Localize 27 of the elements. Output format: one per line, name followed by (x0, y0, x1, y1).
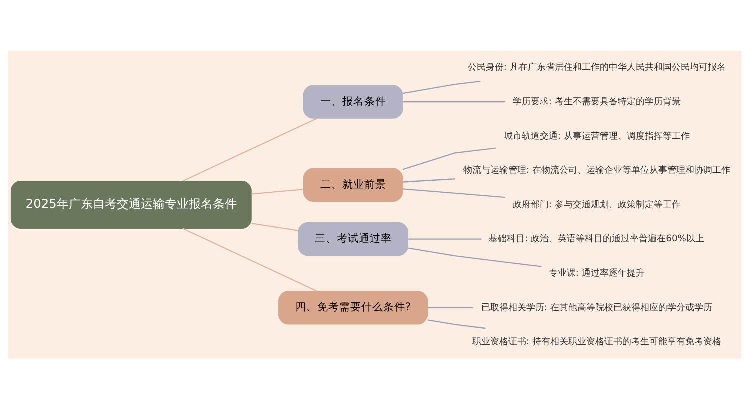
connector (252, 189, 304, 195)
node-box: 四、免考需要什么条件? (278, 291, 428, 325)
connector (402, 188, 506, 198)
node-box: 三、考试通过率 (298, 222, 409, 256)
connector (402, 148, 496, 170)
connector (252, 223, 298, 232)
node-text: 政府部门: 参与交通规划、政策制定等工作 (512, 200, 681, 210)
connector (428, 307, 474, 308)
connector (182, 228, 318, 292)
node-text: 城市轨道交通: 从事运营管理、调度指挥等工作 (504, 132, 690, 142)
node-box: 2025年广东自考交通运输专业报名条件 (10, 180, 252, 230)
connector (402, 80, 481, 94)
node-text: 职业资格证书: 持有相关职业资格证书的考生可能享有免考资格 (472, 338, 722, 348)
connector (408, 248, 542, 268)
node-text: 已取得相关学历: 在其他高等院校已获得相应的学分或学历 (481, 303, 712, 314)
connector (428, 320, 486, 330)
connector (408, 238, 482, 240)
connector (402, 178, 456, 183)
node-text: 专业课: 通过率逐年提升 (548, 268, 645, 279)
connector (403, 102, 506, 103)
node-text: 公民身份: 凡在广东省居住和工作的中华人民共和国公民均可报名 (468, 63, 726, 74)
node-text: 基础科目: 政治、英语等科目的通过率普遍在60%以上 (489, 234, 704, 245)
node-text: 学历要求: 考生不需要具备特定的学历背景 (512, 97, 681, 108)
node-box: 二、就业前景 (303, 168, 404, 202)
node-box: 一、报名条件 (303, 85, 404, 119)
node-text: 物流与运输管理: 在物流公司、运输企业等单位从事管理和协调工作 (463, 166, 730, 176)
connector (182, 118, 318, 182)
